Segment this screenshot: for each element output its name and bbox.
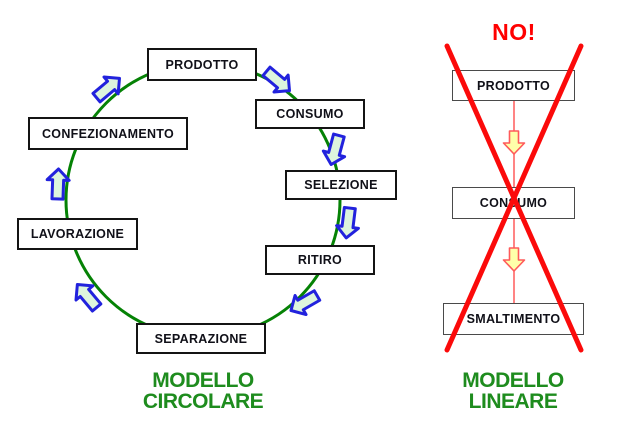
node-consumo: CONSUMO xyxy=(255,99,365,129)
node-label: LAVORAZIONE xyxy=(30,227,125,241)
flow-arrow-icon-prodotto-consumo xyxy=(261,65,291,94)
circular-title-line-2: CIRCOLARE xyxy=(142,390,264,413)
node-prodotto: PRODOTTO xyxy=(147,48,257,81)
node-label: PRODOTTO xyxy=(165,57,239,72)
flow-arrow-icon-confezionamento-prodotto xyxy=(91,75,121,104)
node-label: PRODOTTO xyxy=(476,78,550,93)
flow-arrow-icon-ritiro-separazione xyxy=(289,289,322,317)
no-label: NO! xyxy=(492,19,536,45)
node-consumo-linear: CONSUMO xyxy=(452,187,575,219)
circular-model-title: MODELLO CIRCOLARE xyxy=(118,370,288,412)
down-arrow-icon-2 xyxy=(502,247,526,272)
down-arrow-icon-1 xyxy=(502,130,526,155)
node-lavorazione: LAVORAZIONE xyxy=(17,218,138,250)
linear-title-line-2: LINEARE xyxy=(468,390,558,413)
node-ritiro: RITIRO xyxy=(265,245,375,275)
flow-arrow-icon-separazione-lavorazione xyxy=(74,283,103,313)
circular-title-line-1: MODELLO xyxy=(152,369,254,392)
node-label: CONSUMO xyxy=(276,107,344,121)
node-label: CONSUMO xyxy=(479,196,548,210)
node-prodotto-linear: PRODOTTO xyxy=(452,70,575,101)
node-label: SEPARAZIONE xyxy=(154,331,248,346)
node-smaltimento-linear: SMALTIMENTO xyxy=(443,303,584,335)
node-label: SMALTIMENTO xyxy=(466,312,561,326)
node-label: SELEZIONE xyxy=(304,178,378,192)
flow-arrow-icon-lavorazione-confezionamento xyxy=(45,167,71,201)
flow-arrows xyxy=(45,65,360,317)
flow-arrow-icon-selezione-ritiro xyxy=(335,205,360,240)
flow-arrow-icon-consumo-selezione xyxy=(321,132,347,166)
linear-model-title: MODELLO LINEARE xyxy=(433,370,593,412)
node-label: RITIRO xyxy=(297,253,343,267)
node-separazione: SEPARAZIONE xyxy=(136,323,266,354)
node-confezionamento: CONFEZIONAMENTO xyxy=(28,117,188,150)
node-selezione: SELEZIONE xyxy=(285,170,397,200)
linear-title-line-1: MODELLO xyxy=(462,369,564,392)
node-label: CONFEZIONAMENTO xyxy=(41,126,175,141)
